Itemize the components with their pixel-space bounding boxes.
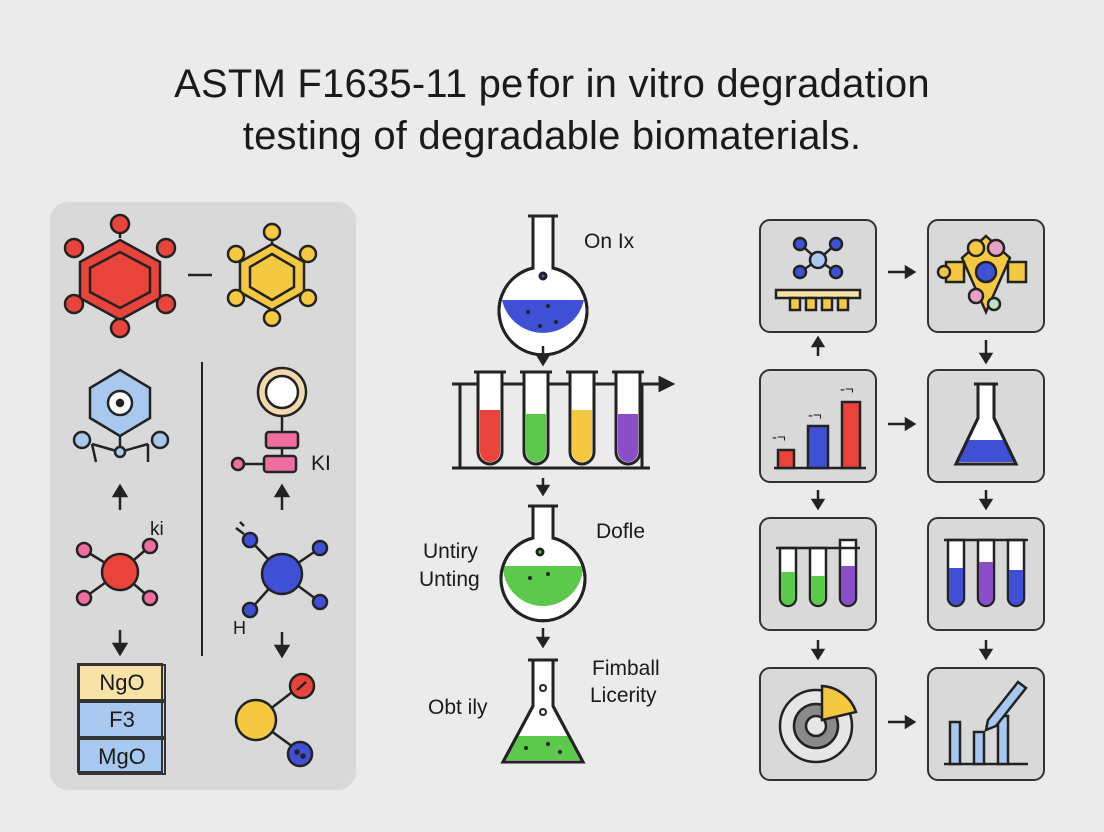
molecule-on-rack-icon	[774, 236, 862, 312]
bar-chart-icon	[774, 400, 866, 470]
label-dofle: Dofle	[596, 520, 646, 543]
formula-cell-1: NgO	[78, 664, 166, 701]
down-arrow-icon-5	[535, 628, 551, 649]
label-H: H	[233, 618, 246, 638]
red-atom-molecule-icon	[75, 537, 159, 607]
blue-erlenmeyer-icon	[953, 382, 1019, 466]
blue-purple-tubes-icon	[944, 538, 1028, 608]
label-fimball: Fimball	[592, 657, 660, 680]
label-obtily: Obt ily	[428, 696, 488, 719]
ball-stick-molecule-icon	[234, 672, 316, 768]
label-on-ix: On Ix	[584, 230, 635, 253]
label-unting: Unting	[419, 568, 480, 591]
crystal-structure-icon	[936, 234, 1028, 316]
pie-chart-icon	[778, 684, 858, 764]
chart-mark-2: -¬	[808, 407, 822, 424]
pencil-chart-icon	[944, 680, 1028, 766]
label-untiry: Untiry	[423, 540, 478, 563]
chart-mark-3: -¬	[840, 381, 854, 398]
title-line-2: testing of degradable biomaterials.	[242, 114, 862, 158]
yellow-hexagon-molecule-icon	[226, 222, 318, 328]
up-arrow-icon	[111, 483, 129, 510]
up-arrow-icon-2	[273, 483, 291, 510]
down-arrow-icon-4	[535, 478, 551, 497]
label-ki: ki	[150, 519, 164, 540]
down-arrow-icon-2	[273, 632, 291, 659]
round-flask-icon	[497, 214, 589, 357]
label-licerity: Licerity	[590, 684, 657, 707]
down-arrow-icon	[111, 630, 129, 657]
chart-mark-1: -¬	[772, 429, 786, 446]
erlenmeyer-flask-icon	[500, 658, 586, 764]
formula-cell-3: MgO	[78, 738, 166, 775]
red-hexagon-molecule-icon	[63, 213, 177, 339]
down-arrow-icon-3	[535, 346, 551, 367]
blue-atom-molecule-icon	[235, 521, 329, 619]
green-round-flask-icon	[499, 504, 587, 623]
flow-arrows	[810, 264, 994, 730]
formula-cell-2: F3	[78, 701, 166, 738]
label-KI: KI	[311, 452, 331, 475]
green-purple-tubes-icon	[776, 538, 860, 608]
blue-ring-molecule-icon	[72, 368, 170, 463]
test-tube-rack-icon	[452, 370, 676, 470]
page-title: ASTM F1635-11 pe for in vitro degradatio…	[0, 58, 1104, 162]
step-box-1	[759, 219, 877, 333]
magnifier-key-icon	[230, 366, 308, 474]
title-line-1: ASTM F1635-11 pe for in vitro degradatio…	[174, 62, 930, 106]
